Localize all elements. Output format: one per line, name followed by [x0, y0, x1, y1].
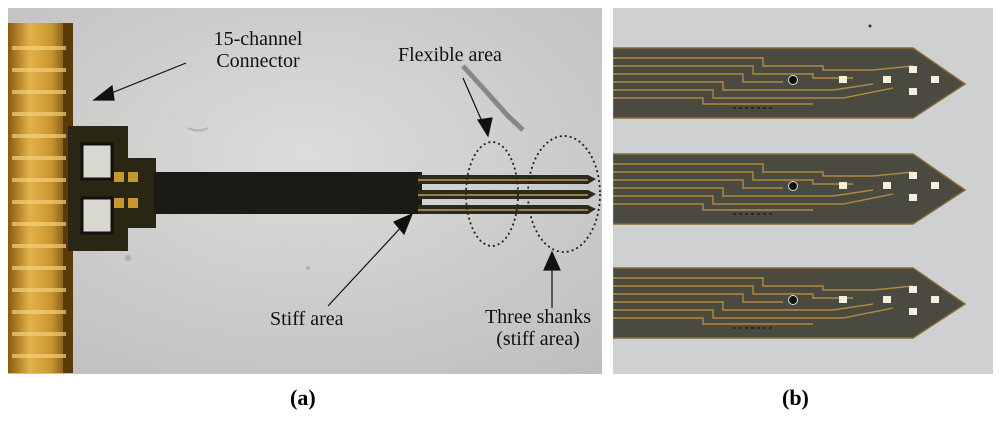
shanks-label: Three shanks (stiff area) — [470, 306, 602, 350]
connector-body — [8, 23, 73, 373]
shanks-label-line1: Three shanks — [484, 306, 592, 328]
connector-label-line2: Connector — [216, 50, 300, 72]
panel-b-micrograph — [613, 8, 993, 374]
stiff-arrow — [327, 221, 407, 307]
connector-label: 15-channel Connector — [188, 28, 328, 72]
probe-tips-micrograph — [613, 8, 993, 374]
three-shanks — [418, 175, 596, 214]
stiff-area-body — [154, 172, 422, 214]
connector-arrow — [103, 62, 187, 97]
probe-tip-1 — [613, 47, 967, 119]
flexible-area-label: Flexible area — [398, 44, 502, 66]
connector-label-line1: 15-channel — [213, 28, 303, 50]
probe-photo — [8, 8, 602, 374]
stiff-area-label: Stiff area — [270, 308, 344, 330]
probe-tip-2 — [613, 153, 966, 225]
caption-b: (b) — [782, 385, 809, 410]
flexible-area-marker — [465, 141, 519, 247]
probe-tip-3 — [613, 267, 966, 339]
flexible-arrowhead — [477, 117, 493, 138]
connector-housing — [68, 126, 156, 251]
shanks-area-marker — [527, 135, 601, 253]
stiff-arrowhead — [393, 212, 414, 236]
connector-arrowhead — [92, 84, 115, 101]
caption-a: (a) — [290, 385, 316, 410]
shanks-arrowhead — [543, 250, 561, 271]
flexible-arrow — [462, 77, 485, 127]
panel-a-photo: 15-channel Connector Flexible area Stiff… — [8, 8, 602, 374]
shanks-label-line2: (stiff area) — [496, 328, 580, 350]
